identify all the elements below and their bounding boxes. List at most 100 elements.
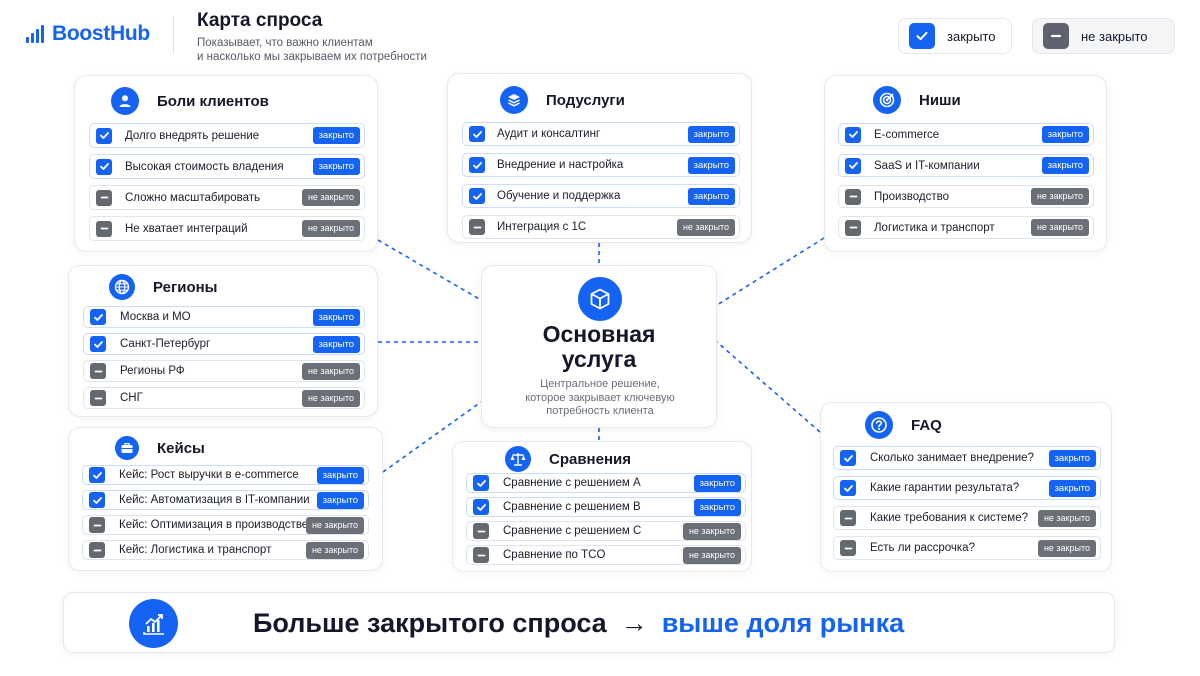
- checklist-row-label: Производство: [874, 190, 949, 203]
- checkbox-checked-icon[interactable]: [469, 157, 485, 173]
- status-badge: закрыто: [1041, 126, 1089, 143]
- checkbox-minus-icon[interactable]: [473, 523, 489, 539]
- status-badge: не закрыто: [301, 389, 360, 407]
- checkbox-minus-icon[interactable]: [840, 540, 856, 556]
- status-badge: не закрыто: [301, 220, 360, 237]
- checkbox-checked-icon[interactable]: [90, 309, 106, 325]
- checkbox-minus-icon[interactable]: [96, 189, 112, 206]
- checklist-row[interactable]: Сколько занимает внедрение?закрыто: [833, 446, 1101, 470]
- center-title: Основная услуга: [482, 322, 716, 372]
- checkbox-minus-icon[interactable]: [96, 220, 112, 237]
- checkbox-checked-icon[interactable]: [469, 188, 485, 204]
- checkbox-checked-icon[interactable]: [96, 158, 112, 175]
- checkbox-checked-icon[interactable]: [96, 127, 112, 144]
- checklist-row[interactable]: Логистика и транспорт не закрыто: [838, 216, 1094, 239]
- checkbox-minus-icon[interactable]: [473, 547, 489, 563]
- target-icon: [873, 86, 901, 114]
- checkbox-checked-icon[interactable]: [840, 450, 856, 466]
- checkbox-checked-icon[interactable]: [473, 499, 489, 515]
- layers-icon: [500, 86, 528, 114]
- connector-niches: [716, 237, 825, 306]
- checklist-row-label: Кейс: Оптимизация в производстве: [119, 519, 306, 531]
- checkbox-minus-icon[interactable]: [90, 390, 106, 406]
- checklist-row[interactable]: Какие требования к системе?не закрыто: [833, 506, 1101, 530]
- checkbox-checked-icon[interactable]: [89, 492, 105, 508]
- checkbox-checked-icon[interactable]: [469, 126, 485, 142]
- checklist-row-label: Обучение и поддержка: [497, 190, 621, 202]
- center-title-line: Основная: [542, 321, 656, 347]
- checklist-row-label: Кейс: Логистика и транспорт: [119, 544, 272, 556]
- checklist-row-label: Сложно масштабировать: [125, 191, 261, 204]
- checklist-row-label: Внедрение и настройка: [497, 159, 624, 171]
- connector-pains: [377, 239, 482, 301]
- legend-open: не закрыто: [1032, 18, 1175, 54]
- briefcase-icon: [115, 436, 139, 460]
- status-badge: закрыто: [316, 491, 364, 509]
- status-badge: не закрыто: [1037, 539, 1096, 557]
- status-badge: закрыто: [1041, 157, 1089, 174]
- status-badge: не закрыто: [305, 516, 364, 534]
- checkbox-minus-icon[interactable]: [845, 188, 861, 205]
- checkbox-checked-icon[interactable]: [840, 480, 856, 496]
- page-subtitle: Показывает, что важно клиентам и насколь…: [197, 37, 457, 64]
- status-badge: закрыто: [1048, 449, 1096, 467]
- status-badge: не закрыто: [682, 522, 741, 540]
- status-badge: не закрыто: [301, 362, 360, 380]
- center-title-line: услуга: [561, 346, 637, 372]
- globe-icon: [109, 274, 135, 300]
- checkbox-minus-icon[interactable]: [469, 219, 485, 235]
- checkbox-checked-icon[interactable]: [845, 157, 861, 174]
- checklist-row[interactable]: Есть ли рассрочка?не закрыто: [833, 536, 1101, 560]
- status-badge: не закрыто: [1030, 219, 1089, 236]
- checkbox-minus-icon[interactable]: [89, 542, 105, 558]
- card-title: Ниши: [919, 91, 961, 109]
- status-badge: закрыто: [687, 187, 735, 205]
- checklist-row[interactable]: Обучение и поддержка закрыто: [462, 184, 740, 208]
- center-description: Центральное решение, которое закрывает к…: [496, 378, 704, 419]
- checklist-row-label: Логистика и транспорт: [874, 221, 995, 234]
- checkbox-minus-icon[interactable]: [90, 363, 106, 379]
- checkbox-checked-icon[interactable]: [473, 475, 489, 491]
- logo[interactable]: BoostHub: [26, 22, 150, 46]
- checkbox-minus-icon[interactable]: [845, 219, 861, 236]
- page-subtitle-line: и насколько мы закрываем их потребности: [197, 50, 427, 63]
- status-badge: не закрыто: [1037, 509, 1096, 527]
- checkbox-checked-icon[interactable]: [845, 126, 861, 143]
- page-title: Карта спроса: [197, 10, 323, 31]
- checklist-row[interactable]: Какие гарантии результата?закрыто: [833, 476, 1101, 500]
- card-title: Регионы: [153, 278, 218, 296]
- status-badge: закрыто: [687, 125, 735, 143]
- checkbox-checked-icon[interactable]: [90, 336, 106, 352]
- checkbox-minus-icon[interactable]: [89, 517, 105, 533]
- checklist-row-label: Высокая стоимость владения: [125, 160, 284, 173]
- checkbox-checked-icon[interactable]: [89, 467, 105, 483]
- checkbox-minus-icon[interactable]: [840, 510, 856, 526]
- scales-icon: [505, 446, 531, 472]
